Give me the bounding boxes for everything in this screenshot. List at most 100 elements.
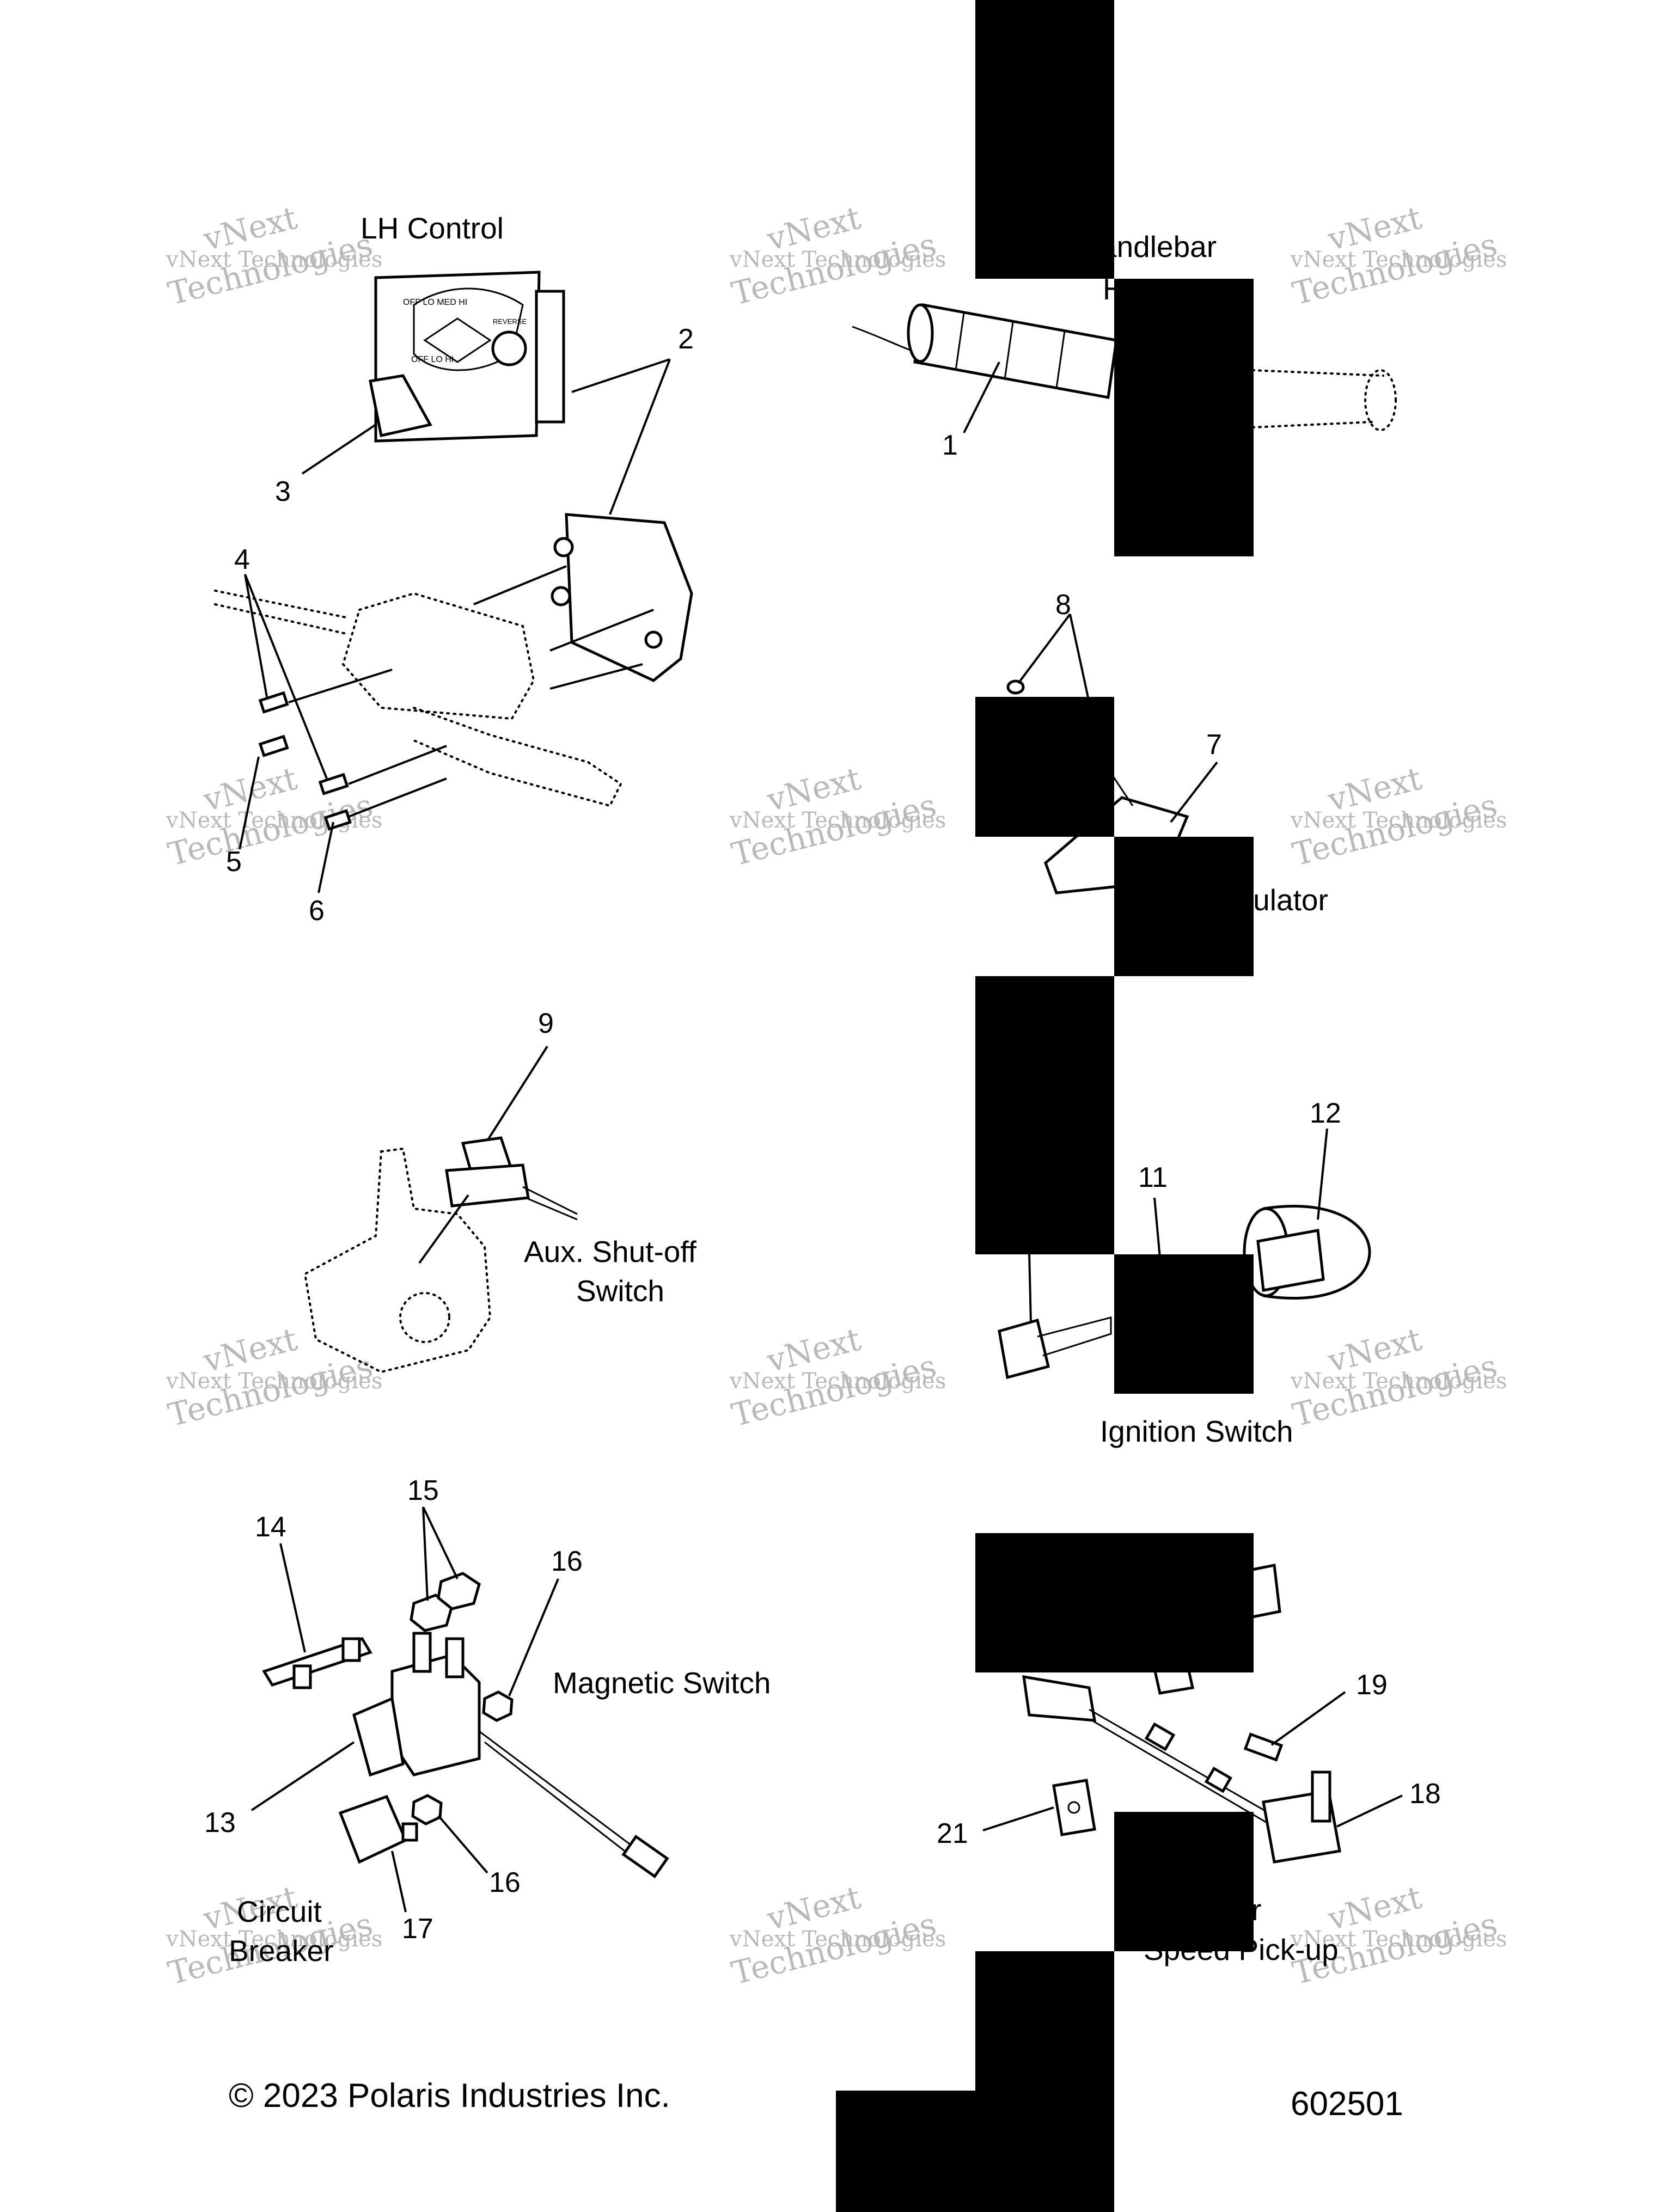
screw-4-b — [318, 773, 349, 795]
screw-4b-axis — [348, 745, 447, 785]
lh-control-text-offlohi: OFF LO HI — [411, 355, 454, 364]
section-title-aux-shutoff-2: Switch — [576, 1274, 664, 1308]
callout-1: 1 — [942, 430, 958, 461]
aux-shutoff-base — [445, 1163, 530, 1208]
nut-16-a — [482, 1690, 514, 1722]
heated-grip-1 — [913, 303, 1118, 399]
speed-sensor-clip — [1022, 1675, 1096, 1722]
lh-control-reverse-button — [491, 330, 527, 366]
clip-21 — [1052, 1779, 1096, 1836]
callout-8: 8 — [1055, 589, 1071, 621]
brake-lever-dotted — [413, 707, 622, 807]
callout-5: 5 — [226, 846, 242, 878]
leader-9 — [486, 1045, 548, 1142]
callout-2: 2 — [678, 323, 694, 355]
solenoid-bracket — [352, 1696, 405, 1777]
solenoid-terminal-1 — [412, 1632, 432, 1673]
lh-control-center-marker — [423, 317, 492, 363]
grip-ring-2 — [1004, 322, 1014, 380]
watermark-vnext-technologies: vNext Technologies — [166, 1369, 382, 1394]
screw-4a-axis — [288, 669, 393, 703]
leader-2-b — [549, 609, 654, 652]
callout-12: 12 — [1310, 1098, 1341, 1129]
speed-sensor-ferrule — [1204, 1766, 1233, 1793]
grip-ring-1 — [955, 313, 965, 371]
leader-11 — [1153, 1197, 1161, 1258]
callout-3: 3 — [275, 476, 291, 507]
handlebar-tube-dotted — [1251, 369, 1384, 428]
redaction-block-1 — [975, 0, 1114, 279]
leader-2-c — [549, 663, 643, 690]
magnetic-switch-body — [390, 1653, 481, 1776]
leader-1 — [963, 361, 1000, 433]
lh-control-thumb-lever — [369, 374, 432, 437]
callout-16-a: 16 — [551, 1546, 583, 1577]
watermark-vnext-technologies: vNext Technologies — [729, 1369, 946, 1394]
watermark-vnext-technologies: vNext Technologies — [166, 1927, 382, 1952]
leader-14 — [279, 1543, 306, 1653]
redaction-block-9 — [975, 1951, 1114, 2212]
callout-21: 21 — [937, 1818, 968, 1849]
screw-6-axis — [348, 777, 447, 818]
leader-2-a — [473, 565, 567, 605]
watermark-vnext-technologies: vNext Technologies — [729, 808, 946, 833]
ignition-switch-boss — [1256, 1229, 1325, 1292]
aux-shutoff-wire-2 — [525, 1197, 578, 1221]
callout-16-b: 16 — [489, 1867, 521, 1898]
watermark-vnext-technologies: vNext Technologies — [729, 1927, 946, 1952]
leader-17 — [391, 1851, 407, 1913]
section-title-circuit-breaker-2: Breaker — [229, 1934, 334, 1968]
circuit-breaker-17 — [338, 1794, 408, 1864]
callout-13: 13 — [204, 1807, 236, 1839]
screw-19 — [1243, 1732, 1284, 1762]
lh-control-group: LH Control OFF LO MED HI OFF LO HI REVER… — [214, 211, 694, 927]
lh-control-boss-2 — [551, 586, 571, 606]
watermark-vnext-technologies: vNext Technologies — [1290, 247, 1507, 272]
leader-13 — [250, 1741, 355, 1811]
handlebar-end-dotted — [1364, 369, 1397, 431]
figure-number: 602501 — [1291, 2085, 1403, 2123]
lh-control-text-offlomedhi: OFF LO MED HI — [403, 298, 467, 307]
clip-21-hole — [1067, 1801, 1080, 1814]
callout-19: 19 — [1356, 1669, 1388, 1701]
nut-15-b — [437, 1572, 481, 1610]
redaction-blocks — [836, 0, 1254, 2212]
callout-4: 4 — [234, 544, 250, 575]
handlebar-group: andlebar H 1 — [852, 230, 1397, 461]
key-leader — [1028, 1252, 1032, 1323]
leader-4-b — [244, 574, 328, 779]
leader-12 — [1317, 1128, 1328, 1220]
redaction-block-8 — [1114, 1812, 1254, 1951]
nut-15-a — [410, 1594, 454, 1632]
grip-end-cap — [907, 303, 934, 363]
magnetic-switch-group: Magnetic Switch Circuit Breaker 14 15 — [204, 1475, 771, 1968]
lh-control-boss-1 — [553, 537, 574, 557]
screw-5 — [258, 734, 289, 757]
callout-17: 17 — [402, 1913, 433, 1945]
solenoid-harness — [479, 1730, 632, 1858]
lh-control-housing-cover — [565, 513, 693, 682]
lh-control-lower-housing-dotted — [341, 592, 535, 720]
aux-switch-bore-dotted — [399, 1292, 450, 1343]
leader-19 — [1270, 1691, 1346, 1746]
lh-control-side-tab — [535, 290, 565, 424]
leader-3 — [301, 424, 377, 475]
callout-11: 11 — [1138, 1162, 1168, 1193]
callout-15: 15 — [407, 1475, 439, 1506]
copyright-text: © 2023 Polaris Industries Inc. — [229, 2077, 670, 2115]
fuse-link-post-1 — [341, 1637, 361, 1662]
leader-16-b — [437, 1815, 488, 1874]
watermark-vnext-technologies: vNext Technologies — [1290, 808, 1507, 833]
grip-ring-3 — [1055, 330, 1066, 389]
aux-shutoff-group: Aux. Shut-off Switch 9 — [303, 1008, 697, 1374]
redaction-block-4 — [1114, 837, 1254, 976]
callout-18: 18 — [1409, 1778, 1441, 1810]
lh-control-boss-3 — [644, 630, 663, 649]
